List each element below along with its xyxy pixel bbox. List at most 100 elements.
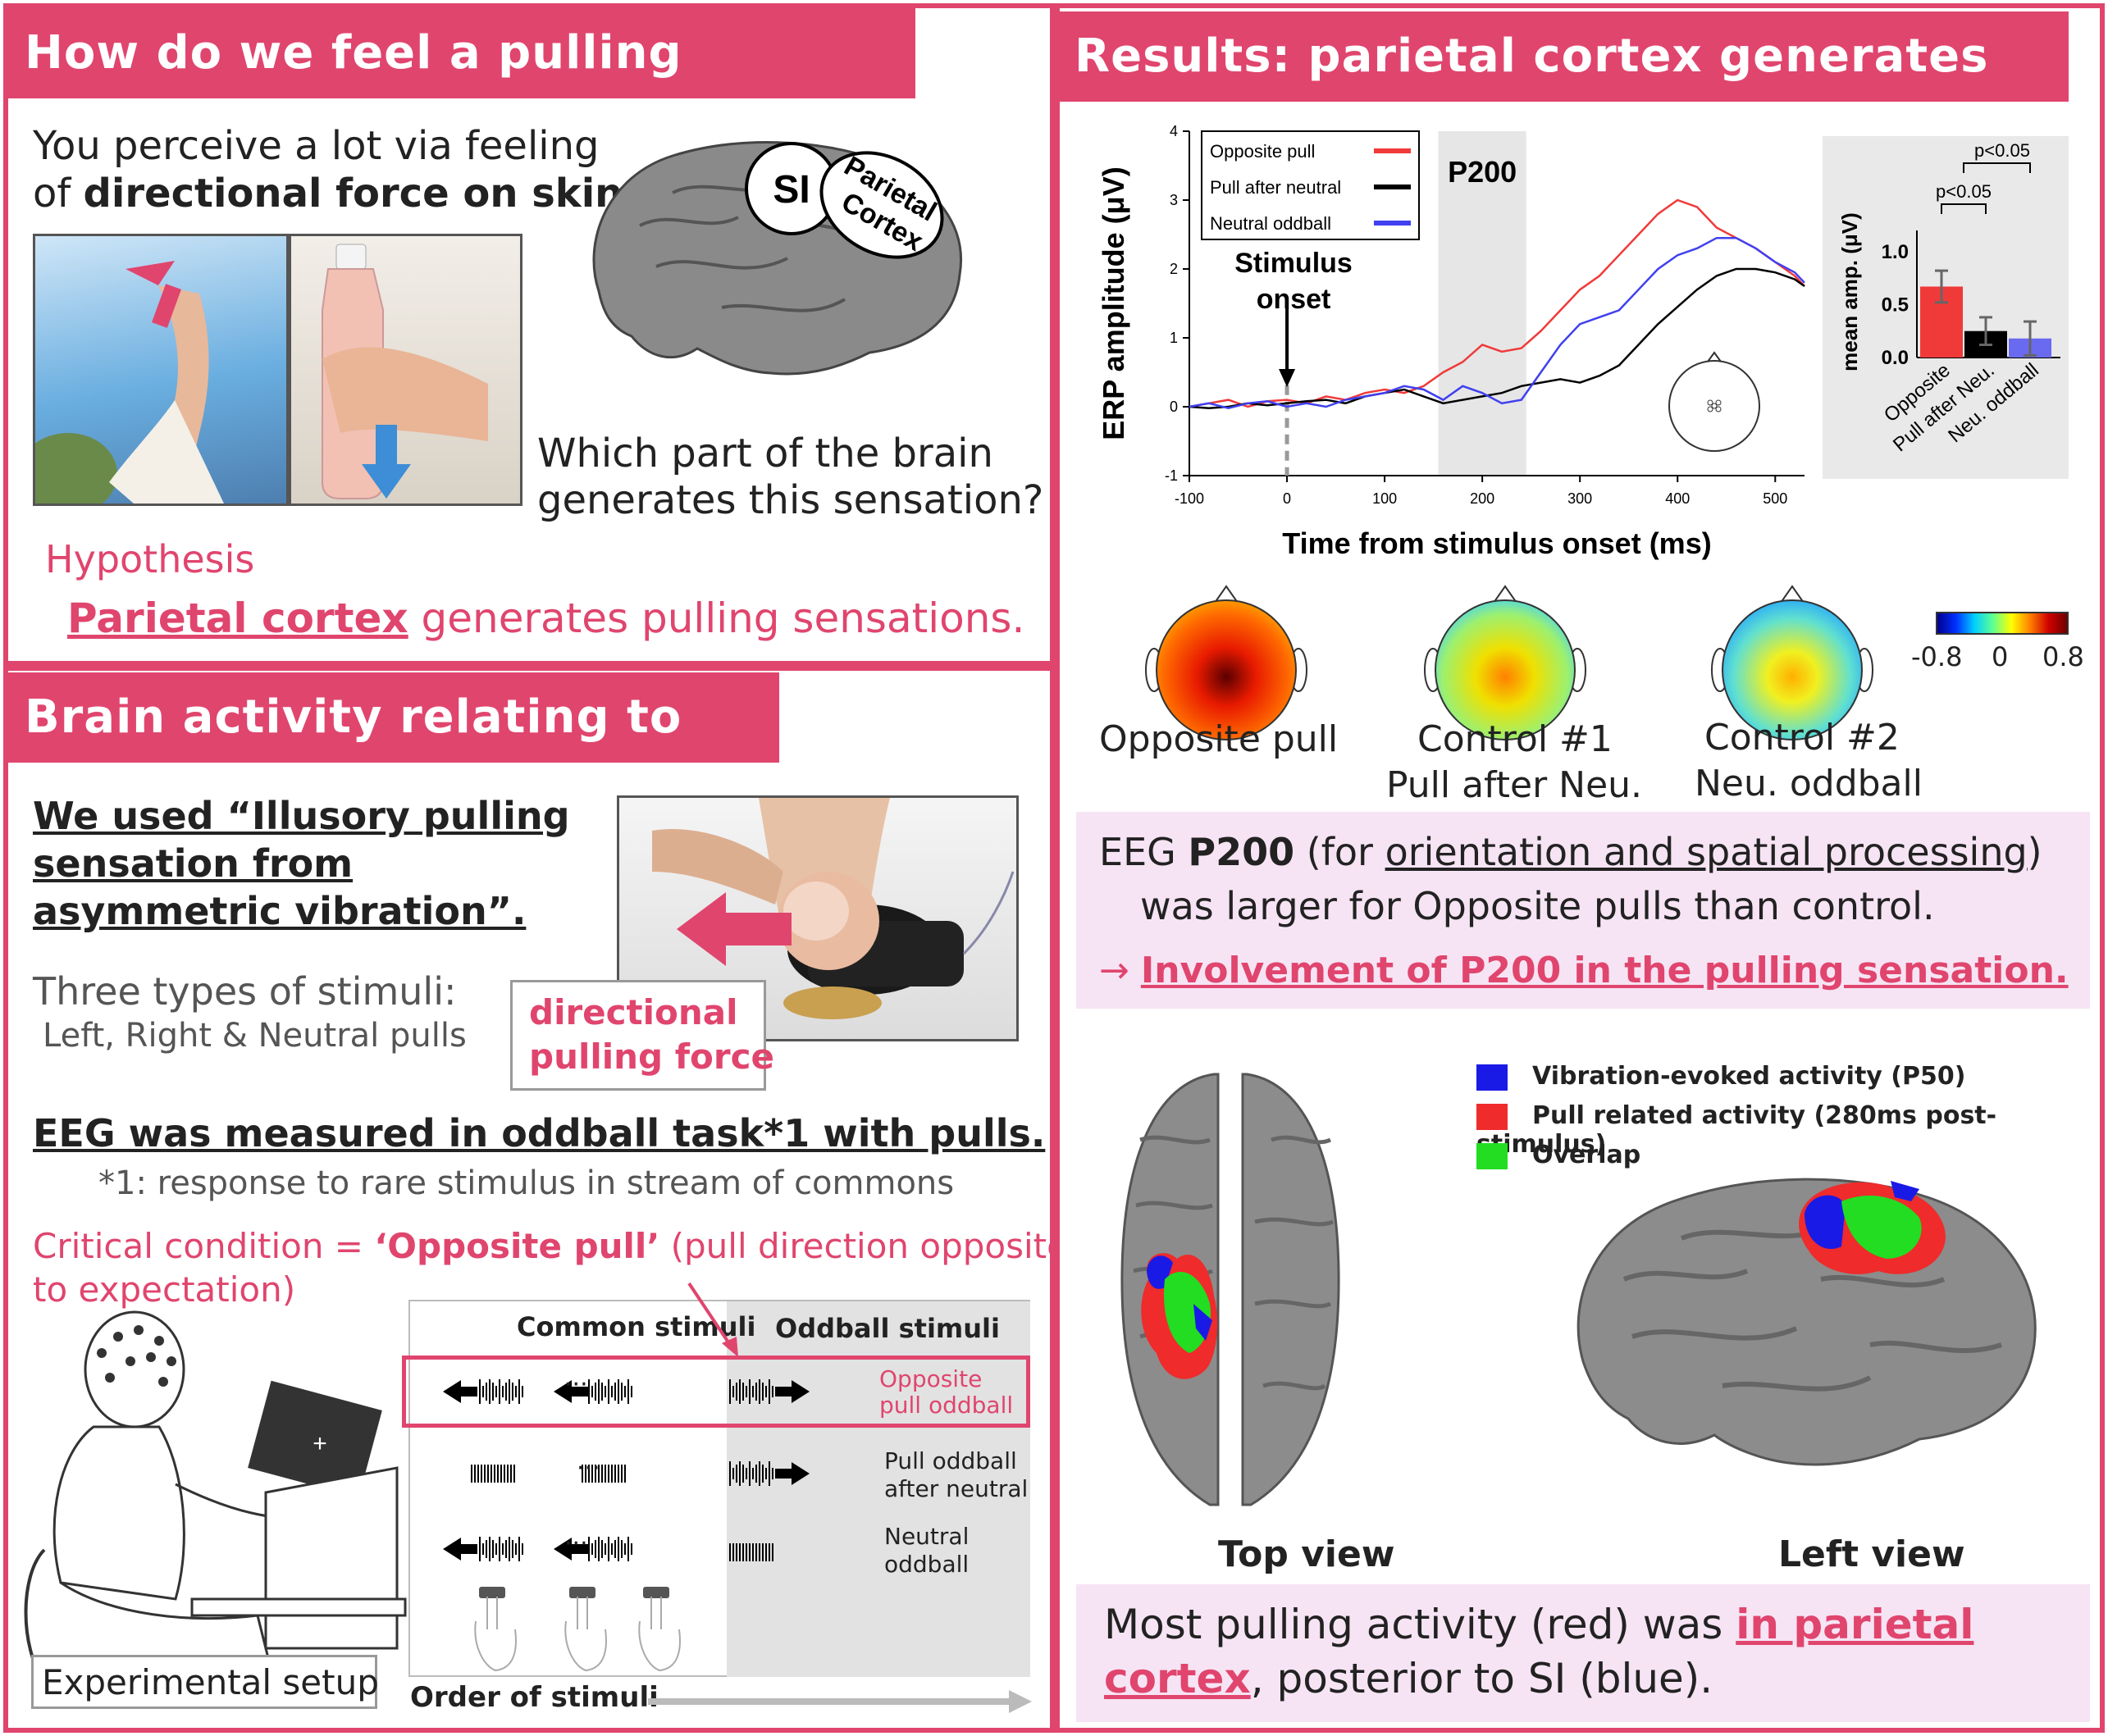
svg-text:+: + — [313, 1430, 327, 1457]
sig-bracket-2 — [1963, 162, 2031, 173]
setup-drawing: + — [24, 1310, 407, 1683]
parietal-line1: Most pulling activity (red) was in parie… — [1104, 1601, 1974, 1648]
arrow-left — [443, 1538, 477, 1561]
photo-finger-device — [617, 795, 1019, 1041]
y-tick-label: 0 — [1170, 399, 1178, 415]
parietal-line2: cortex, posterior to SI (blue). — [1104, 1655, 1713, 1702]
series-line-1 — [1189, 267, 1805, 409]
electrode-1 — [1715, 399, 1722, 406]
colorbar — [1936, 612, 2069, 635]
bar-y-tick: 1.0 — [1882, 241, 1909, 263]
topo-nose-1 — [1493, 585, 1517, 604]
p200-conclusion-box — [1076, 812, 2090, 1009]
topo-nose-2 — [1780, 585, 1805, 604]
hand-outline — [474, 1597, 517, 1672]
critical-pointer — [687, 1282, 738, 1357]
topo-label-3b: Neu. oddball — [1695, 763, 1923, 804]
arrow-left — [554, 1538, 588, 1561]
left-view-label: Left view — [1778, 1533, 1965, 1575]
common-label: Common stimuli — [517, 1311, 756, 1342]
onset-label-2: onset — [1257, 284, 1331, 315]
row2-label-1: Pull oddball — [884, 1447, 1017, 1474]
intro-line2: of directional force on skin. — [33, 171, 638, 216]
order-label: Order of stimuli — [410, 1681, 659, 1714]
legend-item-p50: Vibration-evoked activity (P50) — [1476, 1062, 2108, 1101]
arrow-left — [443, 1380, 477, 1403]
parietal-conclusion-box — [1076, 1584, 2090, 1722]
x-tick-label: -100 — [1175, 490, 1204, 507]
electrode-4 — [1715, 406, 1722, 412]
brain-left-view — [1576, 1178, 2037, 1466]
legend-label-0: Opposite pull — [1210, 141, 1315, 162]
x-tick-label: 100 — [1372, 490, 1397, 507]
legend-swatch-red — [1476, 1103, 1508, 1130]
hypothesis-label: Hypothesis — [45, 537, 255, 581]
colorbar-tick-neg: -0.8 — [1911, 641, 1963, 672]
y-tick-label: 3 — [1170, 192, 1178, 208]
finger-device-illustration — [652, 798, 1015, 1019]
hand-icon-0 — [474, 1587, 517, 1672]
vibration-sym — [471, 1465, 515, 1483]
brain-sketch: SI Parietal Cortex — [592, 141, 962, 376]
sequence-glyphs — [443, 1379, 810, 1672]
vibration-asym — [729, 1379, 773, 1404]
hand-outline — [564, 1597, 607, 1672]
legend-item-overlap: Overlap — [1476, 1141, 2108, 1180]
setup-label-box: Experimental setup — [31, 1655, 379, 1709]
order-arrow — [648, 1690, 1032, 1713]
p200-label: P200 — [1448, 155, 1517, 189]
force-callout: directional pulling force — [510, 980, 774, 1091]
vibration-asym — [588, 1537, 632, 1561]
hand-pull-illustration — [35, 261, 224, 503]
x-tick-label: 200 — [1470, 490, 1494, 507]
colorbar-tick-zero: 0 — [1992, 641, 2009, 672]
question-line1: Which part of the brain — [537, 431, 993, 476]
bar-y-tick: 0.5 — [1882, 294, 1909, 316]
used-line2: sensation from — [33, 841, 354, 886]
onset-arrow-head — [1279, 369, 1296, 387]
topo-head-2 — [1722, 599, 1863, 740]
intro-line1: You perceive a lot via feeling — [33, 123, 600, 169]
y-tick-label: 4 — [1170, 123, 1178, 139]
results-title: Results: parietal cortex generates pull — [1055, 11, 2069, 173]
critical-line2: to expectation) — [33, 1269, 296, 1310]
oddball-column-bg — [727, 1301, 1030, 1677]
vibration-asym — [729, 1461, 773, 1486]
p200-line1: EEG P200 (for orientation and spatial pr… — [1099, 830, 2042, 874]
legend-label-2: Neutral oddball — [1210, 213, 1331, 234]
topo-nose-0 — [1214, 585, 1239, 604]
legend-item-pull: Pull related activity (280ms post-stimul… — [1476, 1101, 1997, 1159]
arrow-right — [775, 1462, 810, 1485]
hypothesis-statement: Parietal cortex generates pulling sensat… — [67, 595, 1025, 642]
row3-label-1: Neutral — [884, 1523, 970, 1550]
x-tick-label: 400 — [1665, 490, 1690, 507]
legend-swatch-blue — [1476, 1064, 1508, 1091]
critical-line1: Critical condition = ‘Opposite pull’ (pu… — [33, 1226, 1068, 1266]
x-tick-label: 500 — [1763, 490, 1787, 507]
device — [569, 1587, 595, 1598]
onset-label-1: Stimulus — [1234, 248, 1353, 279]
arrow-right — [775, 1380, 810, 1403]
sig-label-2: p<0.05 — [1974, 140, 2030, 161]
hand-icon-1 — [564, 1587, 607, 1672]
row1-label-1: Opposite — [879, 1365, 983, 1392]
topo-label-1a: Opposite pull — [1099, 718, 1339, 760]
hand-outline — [638, 1597, 681, 1672]
ellipsis-1: ··· — [564, 1370, 588, 1399]
vibration-sym — [582, 1465, 626, 1483]
sig-label-1: p<0.05 — [1936, 181, 1992, 202]
used-line3: asymmetric vibration”. — [33, 889, 527, 933]
brain-si-label: SI — [773, 168, 810, 212]
series-line-2 — [1189, 236, 1805, 409]
top-view-label: Top view — [1218, 1533, 1395, 1575]
head-nose — [1707, 351, 1722, 362]
force-line2: pulling force — [529, 1037, 774, 1077]
used-line1: We used “Illusory pulling — [33, 794, 570, 838]
p200-window — [1438, 131, 1526, 476]
hypothesis-title: How do we feel a pulling sensation? — [3, 8, 915, 170]
electrode-2 — [1711, 403, 1718, 409]
bottle-illustration — [322, 244, 488, 499]
y-tick-label: -1 — [1165, 467, 1178, 484]
stimuli-line2: Left, Right & Neutral pulls — [43, 1017, 467, 1055]
